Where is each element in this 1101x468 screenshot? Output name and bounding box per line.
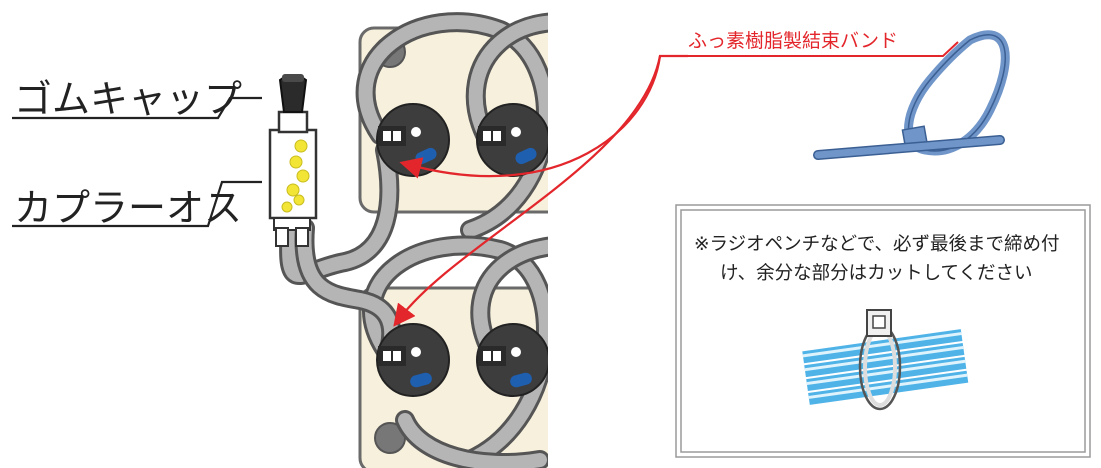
instruction-line-1: ※ラジオペンチなどで、必ず最後まで締め付 [694,234,1060,255]
red-arrows [393,54,688,327]
coupler-male-label: カプラーオス [14,186,242,230]
cable-tie-label: ふっ素樹脂製結束バンド [688,30,898,52]
coupler-male [268,110,318,247]
cable-tie-illustration [813,30,1010,160]
rubber-cap-leader [12,96,262,120]
cable-tie-label-underline [688,41,959,57]
upper-connector-right [476,103,548,177]
tied-tubes-illustration [802,309,969,411]
tube-loops [355,12,548,468]
rubber-cap [278,74,308,113]
arrow-to-lower-connector [393,55,662,327]
instruction-line-2: け、余分な部分はカットしてください [720,263,1032,284]
equipment-assembly [279,12,548,468]
label-leaders [12,96,262,228]
coupler-tube [279,140,402,355]
lower-connector-left [376,323,450,397]
coupler-male-leader [12,180,262,228]
lower-connector-right [476,323,548,397]
rubber-cap-label: ゴムキャップ [14,77,242,121]
